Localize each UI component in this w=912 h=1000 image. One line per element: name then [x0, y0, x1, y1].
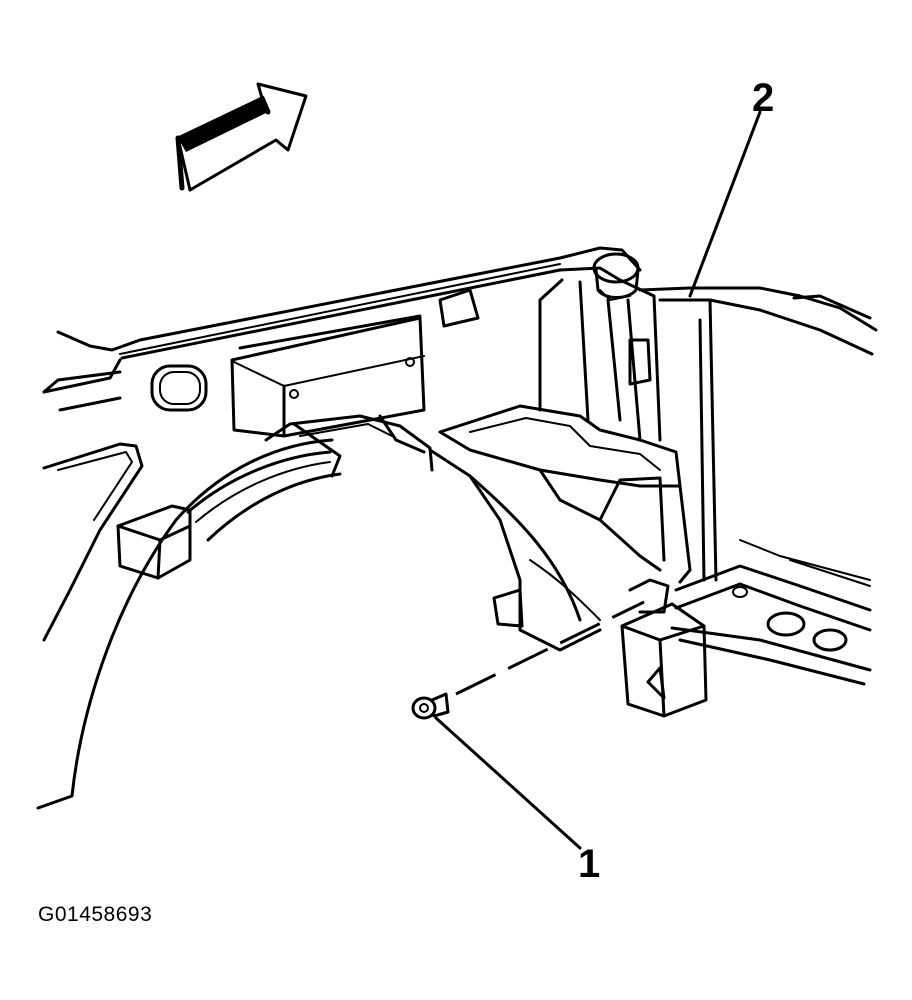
- figure-id: G01458693: [38, 903, 153, 926]
- bracket-lower-arm: [428, 448, 670, 652]
- bolt-icon: [411, 692, 450, 720]
- callout-1-leader: [434, 716, 582, 850]
- fender-upper-rail: [42, 246, 642, 394]
- inner-apron-left: [42, 396, 144, 642]
- apron-oval-hole: [150, 364, 208, 412]
- support-bracket: [538, 252, 662, 442]
- bolt-install-path: [455, 600, 645, 696]
- front-direction-arrow-icon: [175, 82, 308, 192]
- radiator-support-frame: [638, 286, 878, 686]
- callout-1-label: 1: [578, 842, 601, 886]
- upper-mount-bracket: [230, 288, 480, 438]
- bracket-tray: [438, 404, 692, 584]
- callout-2-label: 2: [752, 76, 775, 120]
- lower-mount-block: [620, 602, 708, 718]
- callout-2-leader: [688, 110, 762, 298]
- wheel-well-brace-block: [116, 504, 192, 580]
- wheel-well-arch: [36, 438, 342, 810]
